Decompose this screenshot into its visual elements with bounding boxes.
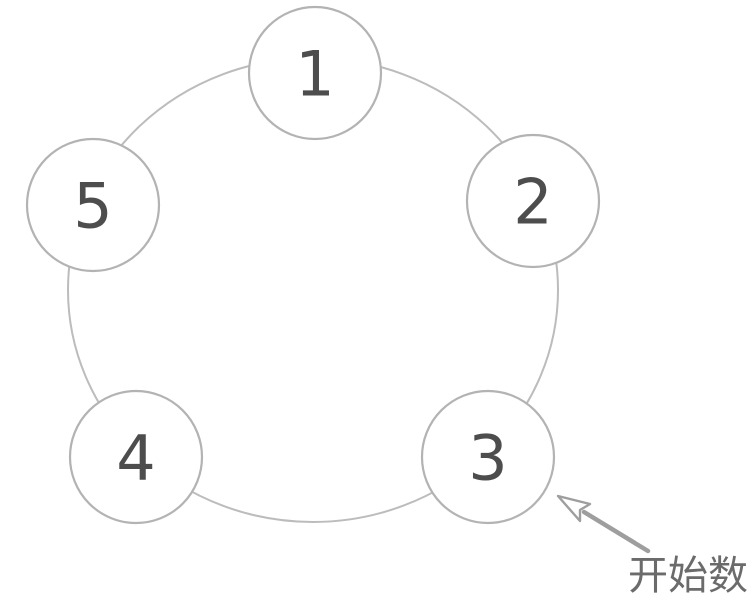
node-1: 1 — [247, 5, 383, 141]
node-2: 2 — [465, 133, 601, 269]
arrow-head — [556, 494, 592, 523]
annotation-label: 开始数 — [628, 553, 748, 599]
node-5: 5 — [25, 137, 161, 273]
node-2-circle — [465, 133, 601, 269]
arrow-shaft — [581, 509, 651, 554]
node-2-label: 2 — [513, 165, 552, 238]
annotation-arrow-icon — [556, 494, 651, 554]
node-1-circle — [247, 5, 383, 141]
node-4-circle — [68, 389, 204, 525]
node-3-circle — [420, 389, 556, 525]
node-5-circle — [25, 137, 161, 273]
node-4: 4 — [68, 389, 204, 525]
node-3-label: 3 — [468, 421, 507, 494]
node-3: 3 — [420, 389, 556, 525]
node-5-label: 5 — [73, 169, 112, 242]
node-4-label: 4 — [116, 421, 155, 494]
node-1-label: 1 — [295, 37, 334, 110]
